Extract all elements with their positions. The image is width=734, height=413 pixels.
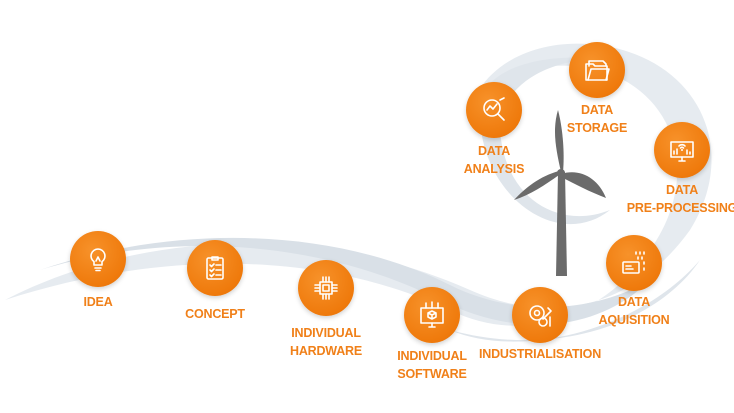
- step-industrialisation-button[interactable]: [512, 287, 568, 343]
- step-concept-label: CONCEPT: [185, 305, 245, 323]
- step-storage-label: DATA STORAGE: [567, 101, 627, 137]
- label-line: HARDWARE: [289, 344, 363, 358]
- label-line: PRE-PROCESSING: [626, 201, 734, 215]
- step-software-label: INDIVIDUAL SOFTWARE: [397, 347, 467, 383]
- label-line: AQUISITION: [598, 313, 670, 327]
- data-acquisition-icon: [622, 251, 645, 274]
- label-line: INDIVIDUAL: [291, 326, 361, 340]
- step-acquisition-label: DATA AQUISITION: [599, 293, 670, 329]
- lightbulb-icon: [90, 248, 106, 272]
- label-line: IDEA: [83, 295, 113, 309]
- step-concept-button[interactable]: [187, 240, 243, 296]
- label-line: INDIVIDUAL: [397, 349, 467, 363]
- step-storage-button[interactable]: [569, 42, 625, 98]
- label-line: INDUSTRIALISATION: [478, 347, 602, 361]
- step-industrialisation-label: INDUSTRIALISATION: [479, 345, 601, 363]
- step-idea-button[interactable]: [70, 231, 126, 287]
- chip-icon: [314, 276, 338, 300]
- monitor-cube-icon: [420, 301, 444, 328]
- step-software-button[interactable]: [404, 287, 460, 343]
- step-idea-label: IDEA: [83, 293, 112, 311]
- label-line: SOFTWARE: [397, 367, 467, 381]
- label-line: CONCEPT: [185, 307, 245, 321]
- label-line: DATA: [580, 103, 614, 117]
- step-preprocessing-button[interactable]: [654, 122, 710, 178]
- step-acquisition-button[interactable]: [606, 235, 662, 291]
- wind-turbine: [514, 110, 606, 276]
- step-hardware-label: INDIVIDUAL HARDWARE: [290, 324, 362, 360]
- step-analysis-button[interactable]: [466, 82, 522, 138]
- label-line: STORAGE: [566, 121, 628, 135]
- step-hardware-button[interactable]: [298, 260, 354, 316]
- clipboard-checklist-icon: [206, 256, 224, 280]
- gears-icon: [529, 305, 552, 327]
- monitor-signal-icon: [670, 141, 694, 162]
- step-analysis-label: DATA ANALYSIS: [463, 142, 525, 178]
- magnifier-chart-icon: [483, 97, 505, 121]
- label-line: DATA: [617, 295, 651, 309]
- label-line: DATA: [665, 183, 699, 197]
- step-preprocessing-label: DATA PRE-PROCESSING: [627, 181, 734, 217]
- label-line: DATA: [477, 144, 511, 158]
- folder-icon: [585, 60, 610, 81]
- label-line: ANALYSIS: [463, 162, 525, 176]
